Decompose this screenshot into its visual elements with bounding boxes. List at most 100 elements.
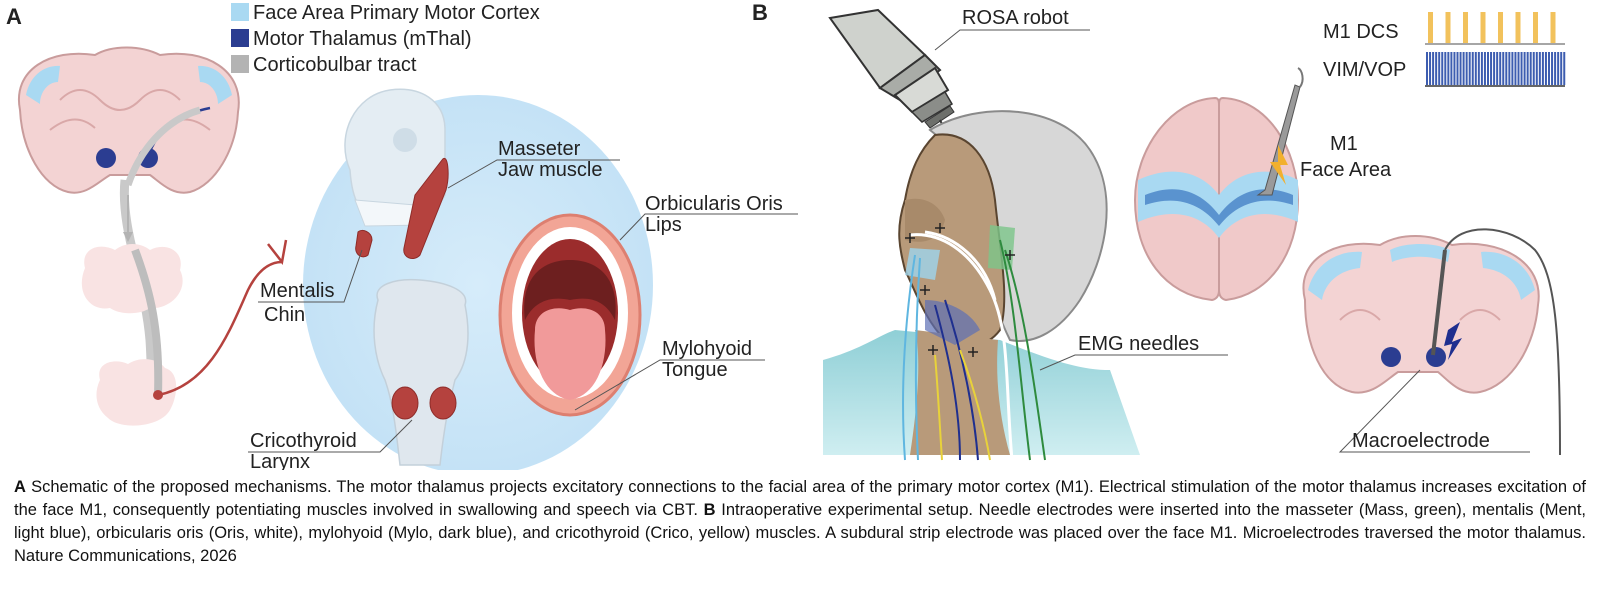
- vim-pulse: [1499, 52, 1502, 85]
- vim-pulse: [1447, 52, 1450, 85]
- dcs-pulse: [1445, 12, 1451, 43]
- vim-pulse: [1511, 52, 1514, 85]
- vim-pulse: [1535, 52, 1538, 85]
- vim-pulse: [1548, 52, 1550, 85]
- panel-a-letter: A: [6, 4, 22, 29]
- vim-pulse: [1471, 52, 1474, 85]
- vim-vop-pulse-train: [1426, 52, 1566, 85]
- vim-pulse: [1441, 52, 1444, 85]
- legend-swatch-face-m1: [231, 3, 249, 21]
- legend-swatch-mthal: [231, 29, 249, 47]
- label-mentalis: Mentalis Chin: [258, 249, 363, 326]
- vim-pulse: [1541, 52, 1544, 85]
- dcs-pulse: [1463, 12, 1468, 43]
- vim-pulse: [1429, 52, 1432, 85]
- m1-dcs-label: M1 DCS: [1323, 21, 1399, 43]
- coronal-brain-b: Macroelectrode: [1302, 228, 1561, 456]
- vim-pulse: [1426, 52, 1428, 85]
- legend-label-mthal: Motor Thalamus (mThal): [253, 28, 472, 50]
- vim-pulse: [1505, 52, 1508, 85]
- dcs-pulse: [1480, 12, 1486, 43]
- rosa-robot-label: ROSA robot: [962, 7, 1069, 29]
- label-cricothyroid-line2: Larynx: [250, 451, 310, 470]
- vim-pulse: [1508, 52, 1511, 85]
- m1-dcs-pulse-train: [1428, 12, 1556, 43]
- label-mylohyoid: Mylohyoid Tongue: [574, 338, 765, 411]
- vim-pulse: [1544, 52, 1547, 85]
- vim-vop-label: VIM/VOP: [1323, 59, 1406, 81]
- caption-a-letter: A: [14, 478, 26, 496]
- vim-pulse: [1520, 52, 1523, 85]
- caption-b-text: Intraoperative experimental setup. Needl…: [14, 501, 1586, 565]
- vim-pulse: [1468, 52, 1471, 85]
- vim-pulse: [1502, 52, 1505, 85]
- label-mentalis-line2: Chin: [264, 304, 305, 326]
- dcs-pulse: [1428, 12, 1433, 43]
- figure: A Face Area Primary Motor Cortex Motor T…: [6, 0, 1566, 470]
- top-view-brain: M1 Face Area: [1133, 67, 1392, 302]
- label-mylohyoid-line1: Mylohyoid: [662, 338, 752, 360]
- label-orbicularis-line2: Lips: [645, 214, 682, 236]
- macroelectrode-label: Macroelectrode: [1352, 430, 1490, 452]
- vim-pulse: [1560, 52, 1563, 85]
- vim-pulse: [1554, 52, 1557, 85]
- dcs-pulse: [1550, 12, 1556, 43]
- vim-pulse: [1563, 52, 1566, 85]
- label-cricothyroid-line1: Cricothyroid: [250, 430, 357, 452]
- vim-pulse: [1456, 52, 1459, 85]
- coronal-brain-a: [17, 46, 240, 398]
- brainstem-sections: [81, 239, 288, 426]
- vim-pulse: [1450, 52, 1453, 85]
- label-cricothyroid: Cricothyroid Larynx: [248, 419, 413, 470]
- label-masseter-line1: Masseter: [498, 138, 581, 160]
- legend-swatch-cbt: [231, 55, 249, 73]
- dcs-pulse: [1515, 12, 1521, 43]
- vim-pulse: [1483, 52, 1486, 85]
- figure-caption: A Schematic of the proposed mechanisms. …: [14, 476, 1586, 568]
- vim-pulse: [1459, 52, 1462, 85]
- label-masseter: Masseter Jaw muscle: [447, 138, 620, 189]
- m1-label-line2: Face Area: [1300, 159, 1392, 181]
- vim-pulse: [1474, 52, 1477, 85]
- pulse-trains: M1 DCS VIM/VOP: [1323, 12, 1566, 87]
- legend: Face Area Primary Motor Cortex Motor Tha…: [231, 2, 540, 76]
- dcs-pulse: [1533, 12, 1538, 43]
- label-mylohyoid-line2: Tongue: [662, 359, 728, 381]
- vim-pulse: [1551, 52, 1554, 85]
- vim-pulse: [1444, 52, 1447, 85]
- vim-pulse: [1526, 52, 1529, 85]
- label-emg-needles: EMG needles: [1039, 333, 1228, 371]
- label-orbicularis-line1: Orbicularis Oris: [645, 193, 783, 215]
- skull: [344, 88, 449, 259]
- patient: [823, 110, 1140, 455]
- vim-pulse: [1517, 52, 1520, 85]
- vim-pulse: [1493, 52, 1496, 85]
- vim-pulse: [1557, 52, 1560, 85]
- vim-pulse: [1523, 52, 1526, 85]
- larynx: [373, 278, 469, 466]
- legend-label-cbt: Corticobulbar tract: [253, 54, 417, 76]
- panel-b-letter: B: [752, 0, 768, 25]
- vim-pulse: [1477, 52, 1480, 85]
- vim-pulse: [1487, 52, 1489, 85]
- emg-needle-wires: [902, 223, 1046, 461]
- caption-a-text: Schematic of the proposed mechanisms. Th…: [14, 478, 1586, 519]
- label-masseter-line2: Jaw muscle: [498, 159, 602, 181]
- vim-pulse: [1514, 52, 1517, 85]
- m1-label-line1: M1: [1330, 133, 1358, 155]
- vim-pulse: [1490, 52, 1493, 85]
- vim-pulse: [1462, 52, 1465, 85]
- vim-pulse: [1453, 52, 1456, 85]
- mouth: [498, 213, 642, 417]
- vim-pulse: [1465, 52, 1468, 85]
- vim-pulse: [1480, 52, 1483, 85]
- vim-pulse: [1532, 52, 1535, 85]
- vim-pulse: [1432, 52, 1435, 85]
- vim-pulse: [1538, 52, 1541, 85]
- emg-needles-label: EMG needles: [1078, 333, 1199, 355]
- label-orbicularis: Orbicularis Oris Lips: [619, 193, 798, 241]
- vim-pulse: [1496, 52, 1499, 85]
- label-mentalis-line1: Mentalis: [260, 280, 334, 302]
- dcs-pulse: [1498, 12, 1503, 43]
- caption-b-letter: B: [703, 501, 716, 519]
